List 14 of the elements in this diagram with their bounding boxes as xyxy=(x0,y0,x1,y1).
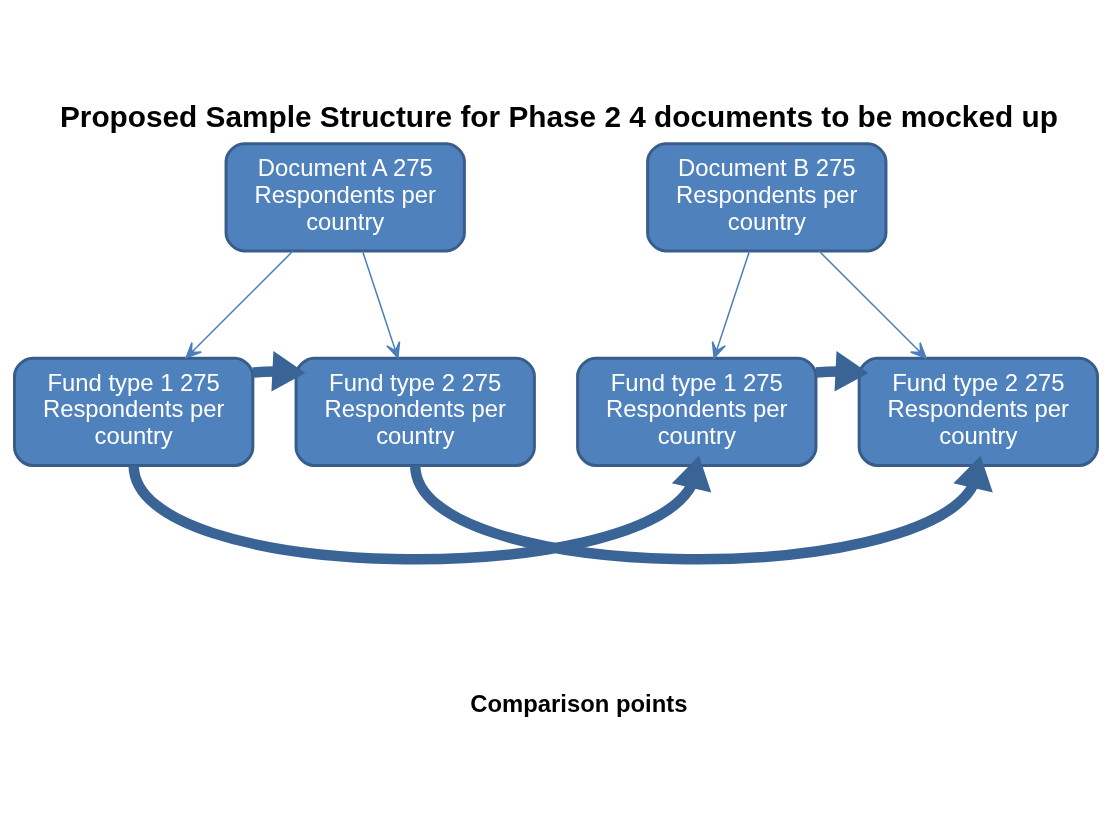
node-box: Fund type 1 275 Respondents per country xyxy=(576,356,818,467)
node-box: Fund type 2 275 Respondents per country xyxy=(294,356,536,467)
arrow xyxy=(818,250,927,359)
node-box: Fund type 1 275 Respondents per country xyxy=(13,356,255,467)
arrow xyxy=(252,351,306,392)
node-box: Fund type 2 275 Respondents per country xyxy=(857,356,1099,467)
arrow xyxy=(815,351,869,392)
arrow xyxy=(361,250,401,359)
arrow xyxy=(711,250,751,359)
caption: Comparison points xyxy=(470,690,688,718)
arrow xyxy=(185,250,294,359)
node-box: Document A 275 Respondents per country xyxy=(224,142,466,253)
node-box: Document B 275 Respondents per country xyxy=(646,142,888,253)
diagram-title: Proposed Sample Structure for Phase 2 4 documents to be mocked up xyxy=(59,100,1058,134)
